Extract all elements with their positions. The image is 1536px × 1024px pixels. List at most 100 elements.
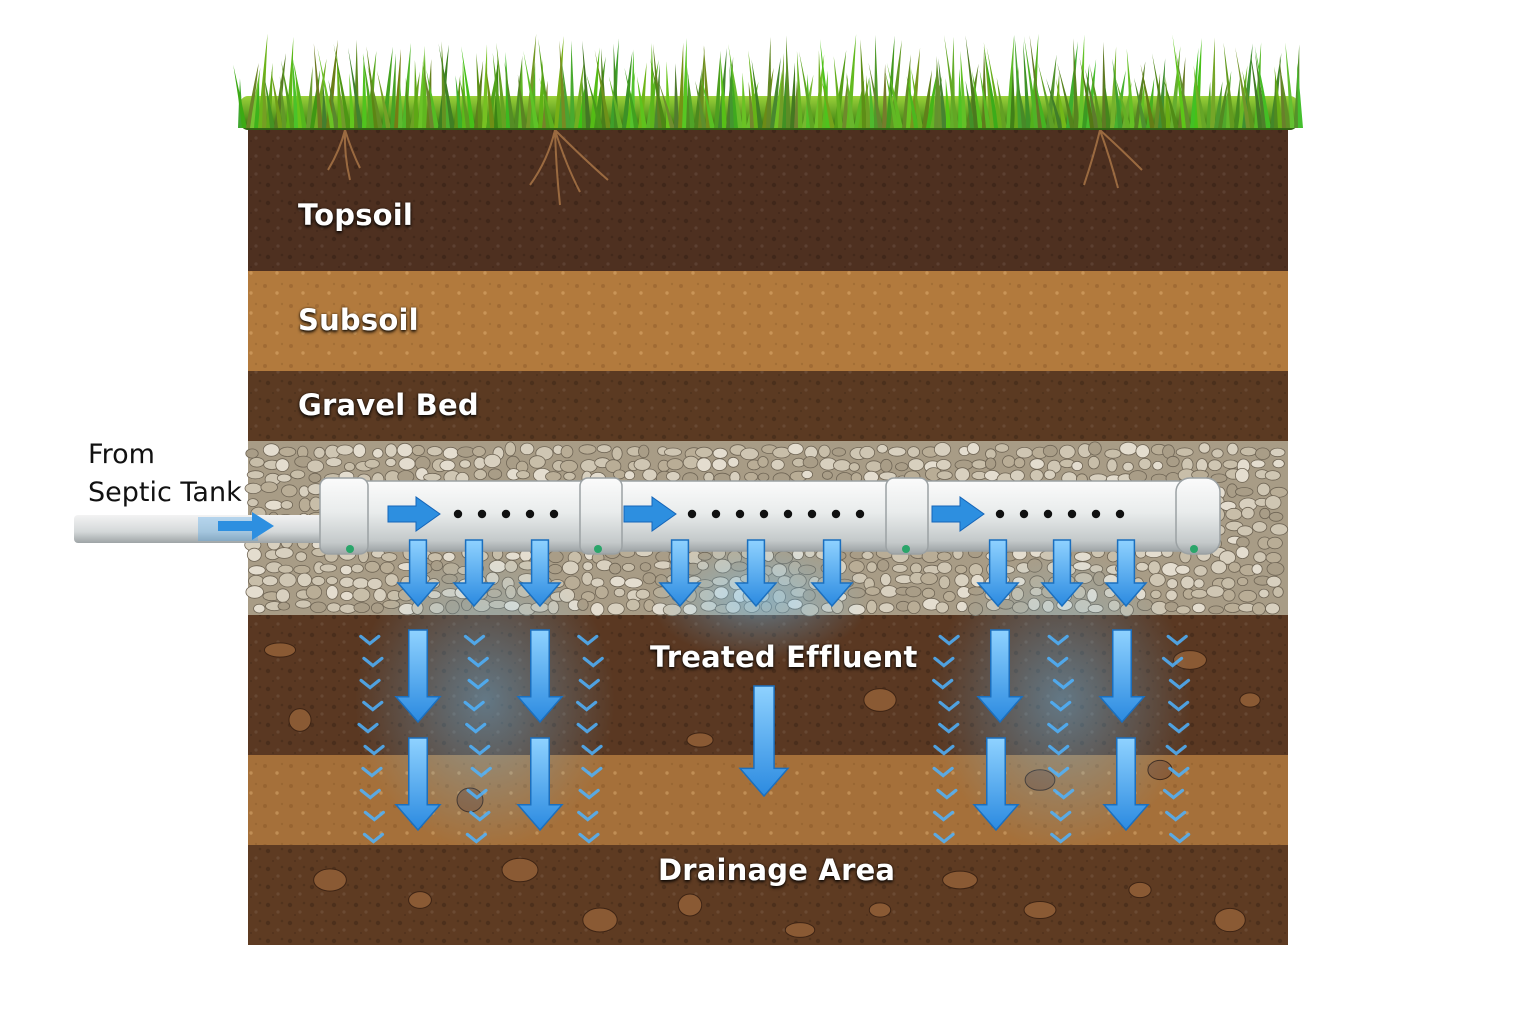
layer-label-subsoil: Subsoil bbox=[298, 303, 419, 337]
grass-blade bbox=[582, 40, 591, 128]
grass-blade bbox=[422, 45, 427, 128]
gravel-stone bbox=[276, 473, 292, 483]
grass-blade bbox=[561, 61, 571, 128]
down-arrow-icon bbox=[658, 539, 702, 608]
grass-blade bbox=[1022, 41, 1031, 129]
grass-blade bbox=[1297, 63, 1303, 128]
gravel-stone bbox=[1043, 469, 1056, 480]
grass-blade bbox=[624, 67, 639, 128]
dispersion-chevron-icon bbox=[1050, 810, 1072, 822]
gravel-stone bbox=[245, 585, 264, 599]
flow-label: Treated Effluent bbox=[650, 640, 918, 674]
gravel-stone bbox=[1138, 457, 1152, 470]
grass-blade bbox=[906, 65, 912, 128]
gravel-stone bbox=[1152, 461, 1164, 471]
gravel-stone bbox=[1253, 551, 1267, 563]
gravel-stone bbox=[848, 462, 860, 472]
gravel-stone bbox=[1208, 605, 1224, 615]
grass-blade bbox=[960, 50, 967, 128]
gravel-stone bbox=[1234, 487, 1254, 497]
gravel-stone bbox=[308, 472, 322, 483]
grass-blade bbox=[492, 52, 503, 128]
down-arrow-icon bbox=[394, 737, 442, 832]
gravel-stone bbox=[305, 584, 322, 600]
soil-clod bbox=[868, 902, 892, 918]
gravel-stone bbox=[352, 443, 366, 458]
gravel-stone bbox=[1147, 560, 1161, 575]
grass-blade bbox=[796, 51, 803, 128]
grass-blade bbox=[455, 75, 463, 128]
gravel-stone bbox=[876, 444, 889, 454]
gravel-stone bbox=[744, 471, 758, 482]
dispersion-chevron-icon bbox=[363, 744, 385, 756]
grass-blade bbox=[866, 75, 871, 128]
gravel-stone bbox=[253, 603, 266, 614]
gravel-stone bbox=[1211, 448, 1224, 459]
gravel-stone bbox=[1164, 601, 1179, 612]
grass-blade bbox=[262, 69, 267, 128]
gravel-stone bbox=[411, 444, 425, 456]
gravel-stone bbox=[560, 445, 574, 459]
grass-blade bbox=[608, 76, 623, 128]
gravel-stone bbox=[757, 456, 769, 468]
dispersion-chevron-icon bbox=[1165, 744, 1187, 756]
grass-blade bbox=[1210, 37, 1216, 129]
distribution-pipe bbox=[319, 477, 1221, 555]
gravel-stone bbox=[519, 442, 535, 456]
grass-blade bbox=[778, 53, 785, 128]
gravel-stone bbox=[818, 444, 831, 458]
grass-blade bbox=[965, 35, 979, 128]
gravel-stone bbox=[727, 456, 740, 468]
gravel-stone bbox=[339, 603, 357, 614]
gravel-stone bbox=[866, 561, 878, 573]
dispersion-chevron-icon bbox=[1047, 656, 1069, 668]
gravel-stone bbox=[1225, 507, 1243, 521]
gravel-stone bbox=[473, 456, 487, 470]
gravel-stone bbox=[1234, 467, 1250, 483]
gravel-stone bbox=[1228, 561, 1241, 573]
gravel-stone bbox=[488, 468, 503, 480]
grass-blade bbox=[1235, 47, 1251, 128]
gravel-stone bbox=[352, 587, 371, 603]
gravel-stone bbox=[590, 602, 605, 617]
inlet-label: From Septic Tank bbox=[88, 436, 242, 512]
grass-blade bbox=[983, 46, 999, 128]
gravel-stone bbox=[563, 471, 576, 481]
grass-blade bbox=[279, 76, 287, 128]
dispersion-chevron-icon bbox=[578, 788, 600, 800]
gravel-stone bbox=[1269, 447, 1286, 458]
gravel-stone bbox=[938, 575, 951, 590]
soil-clod bbox=[582, 907, 618, 933]
grass-blade bbox=[590, 47, 600, 128]
dispersion-chevron-icon bbox=[1050, 700, 1072, 712]
gravel-stone bbox=[1206, 585, 1225, 598]
gravel-stone bbox=[936, 561, 953, 574]
grass-blade bbox=[790, 62, 796, 128]
gravel-stone bbox=[1251, 563, 1263, 575]
gravel-stone bbox=[1222, 459, 1239, 470]
gravel-stone bbox=[456, 446, 476, 458]
gravel-stone bbox=[920, 572, 938, 585]
soil-clod bbox=[1128, 881, 1152, 899]
gravel-stone bbox=[1119, 441, 1138, 456]
grass-blade bbox=[517, 74, 527, 128]
gravel-stone bbox=[260, 481, 278, 493]
grass-blade bbox=[979, 69, 991, 128]
gravel-stone bbox=[373, 588, 387, 603]
gravel-stone bbox=[277, 601, 291, 611]
grass-blade bbox=[638, 62, 647, 128]
grass-blade bbox=[1114, 75, 1131, 128]
gravel-stone bbox=[248, 565, 266, 576]
gravel-stone bbox=[298, 485, 310, 498]
grass-blade bbox=[1175, 51, 1191, 129]
gravel-stone bbox=[298, 497, 311, 513]
grass-blade bbox=[842, 74, 848, 128]
gravel-stone bbox=[943, 591, 956, 603]
gravel-stone bbox=[831, 447, 847, 457]
pipe-hole-icon bbox=[453, 509, 463, 519]
grass-blade bbox=[1055, 78, 1067, 128]
dispersion-chevron-icon bbox=[938, 700, 960, 712]
layer-label-gravel-bed: Gravel Bed bbox=[298, 388, 479, 422]
gravel-stone bbox=[1165, 589, 1178, 602]
